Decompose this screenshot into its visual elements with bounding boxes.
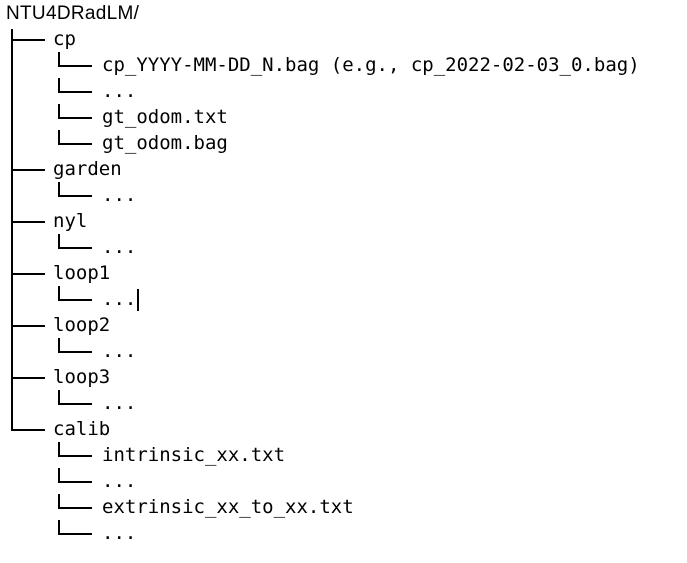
folder-label-cp: cp <box>53 28 76 50</box>
child-branch-stem <box>58 234 60 248</box>
file-entry: ... <box>102 80 137 102</box>
file-entry: intrinsic_xx.txt <box>102 444 286 466</box>
child-branch-stem <box>58 494 60 508</box>
tree-trunk-line <box>11 29 13 429</box>
file-entry: gt_odom.txt <box>102 106 228 128</box>
folder-label-garden: garden <box>53 158 122 180</box>
folder-branch-line <box>11 39 45 41</box>
child-branch-line <box>58 481 92 483</box>
folder-branch-line <box>11 273 45 275</box>
folder-label-loop3: loop3 <box>53 366 111 388</box>
file-entry: ... <box>102 184 137 206</box>
child-branch-stem <box>58 78 60 92</box>
file-entry: ... <box>102 236 137 258</box>
child-branch-line <box>58 195 92 197</box>
child-branch-stem <box>58 390 60 404</box>
child-branch-line <box>58 455 92 457</box>
folder-label-nyl: nyl <box>53 210 88 232</box>
file-entry: extrinsic_xx_to_xx.txt <box>102 496 354 518</box>
child-branch-stem <box>58 338 60 352</box>
folder-branch-line <box>11 429 45 431</box>
child-branch-line <box>58 247 92 249</box>
child-branch-stem <box>58 442 60 456</box>
folder-branch-line <box>11 169 45 171</box>
child-branch-line <box>58 299 92 301</box>
folder-branch-line <box>11 221 45 223</box>
file-entry: ... <box>102 470 137 492</box>
child-branch-line <box>58 91 92 93</box>
child-branch-line <box>58 533 92 535</box>
child-branch-stem <box>58 520 60 534</box>
child-branch-line <box>58 143 92 145</box>
file-entry: ... <box>102 522 137 544</box>
folder-branch-line <box>11 377 45 379</box>
file-entry: cp_YYYY-MM-DD_N.bag (e.g., cp_2022-02-03… <box>102 54 640 76</box>
file-entry: ... <box>102 288 137 310</box>
child-branch-line <box>58 403 92 405</box>
file-entry: ... <box>102 340 137 362</box>
child-branch-stem <box>58 104 60 118</box>
child-branch-line <box>58 117 92 119</box>
child-branch-stem <box>58 468 60 482</box>
folder-branch-line <box>11 325 45 327</box>
child-branch-stem <box>58 182 60 196</box>
folder-label-calib: calib <box>53 418 111 440</box>
file-entry: gt_odom.bag <box>102 132 228 154</box>
folder-label-loop1: loop1 <box>53 262 111 284</box>
child-branch-line <box>58 351 92 353</box>
folder-label-loop2: loop2 <box>53 314 111 336</box>
text-cursor <box>137 289 139 311</box>
child-branch-stem <box>58 52 60 66</box>
child-branch-line <box>58 507 92 509</box>
root-folder-label: NTU4DRadLM/ <box>6 3 140 24</box>
child-branch-line <box>58 65 92 67</box>
child-branch-stem <box>58 286 60 300</box>
child-branch-stem <box>58 130 60 144</box>
file-entry: ... <box>102 392 137 414</box>
